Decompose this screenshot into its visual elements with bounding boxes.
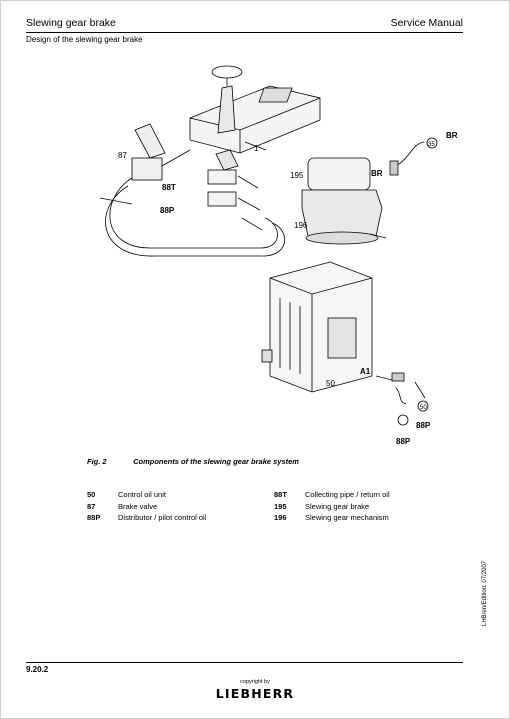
- callout-35: 35: [428, 142, 435, 148]
- legend-desc: Slewing gear brake: [305, 501, 370, 511]
- legend-desc: Brake valve: [118, 501, 158, 511]
- callout-196: 196: [294, 221, 308, 230]
- brake-valve: [134, 123, 166, 159]
- callout-195: 195: [290, 171, 304, 180]
- legend-desc: Control oil unit: [118, 490, 166, 499]
- figure-caption: Fig. 2 Components of the slewing gear br…: [87, 457, 299, 466]
- exploded-diagram: 87 1 BR 35 88T 88P 195 BR 196 50 A1 50 8…: [99, 65, 458, 446]
- legend-code: 87: [87, 501, 96, 511]
- callout-BR-motor: BR: [371, 169, 383, 178]
- copyright-text: copyright by: [240, 679, 270, 685]
- page-number: 9.20.2: [26, 665, 49, 674]
- slewing-gear-mechanism: [301, 189, 383, 237]
- callout-BR-hose: BR: [446, 131, 458, 140]
- legend-row: 196 Slewing gear mechanism: [274, 513, 390, 525]
- figure-caption-text: Components of the slewing gear brake sys…: [133, 457, 299, 466]
- legend-desc: Slewing gear mechanism: [305, 513, 389, 522]
- callout-87: 87: [118, 151, 127, 160]
- legend-code: 195: [274, 501, 287, 511]
- legend-desc: Distributor / pilot control oil: [118, 513, 207, 522]
- console-base: [189, 85, 321, 154]
- legend-code: 88T: [274, 490, 287, 499]
- control-oil-unit: [269, 261, 373, 393]
- legend-code: 196: [274, 513, 287, 522]
- legend-row: 87 Brake valve: [87, 502, 206, 514]
- slewing-gear-brake: [307, 157, 371, 191]
- legend-row: 50 Control oil unit: [87, 490, 206, 502]
- legend-left: 50 Control oil unit 87 Brake valve 88P Dist…: [87, 490, 206, 525]
- joystick-column: [217, 85, 236, 134]
- legend-desc: Collecting pipe / return oil: [305, 490, 390, 499]
- distributor-88P: [207, 191, 237, 207]
- edition-note: LHB/en/Edition: 07/2007: [482, 560, 488, 626]
- section-subtitle: Design of the slewing gear brake: [26, 35, 143, 44]
- joystick-wheel: [211, 65, 243, 79]
- legend-row: 88P Distributor / pilot control oil: [87, 513, 206, 525]
- distributor-88T: [207, 169, 237, 185]
- callout-88P-right: 88P: [416, 421, 431, 430]
- legend-row: 88T Collecting pipe / return oil: [274, 490, 390, 502]
- hose-loop: [109, 177, 278, 249]
- header-rule: [26, 32, 463, 33]
- callout-50-fitting: 50: [420, 405, 427, 411]
- legend-code: 88P: [87, 513, 101, 522]
- callout-88P-lower: 88P: [396, 437, 411, 446]
- callout-1: 1: [254, 144, 259, 153]
- liebherr-logo: LIEBHERR: [215, 686, 295, 701]
- callout-A1: A1: [360, 367, 371, 376]
- callout-88P-upper: 88P: [160, 206, 175, 215]
- manual-title: Service Manual: [390, 17, 463, 29]
- legend-row: 195 Slewing gear brake: [274, 502, 390, 514]
- footer-rule: [26, 662, 463, 663]
- figure-number: Fig. 2: [87, 457, 107, 466]
- page-title: Slewing gear brake: [26, 17, 116, 29]
- legend-code: 50: [87, 490, 96, 499]
- callout-88T: 88T: [162, 183, 176, 192]
- callout-50-unit: 50: [326, 379, 335, 388]
